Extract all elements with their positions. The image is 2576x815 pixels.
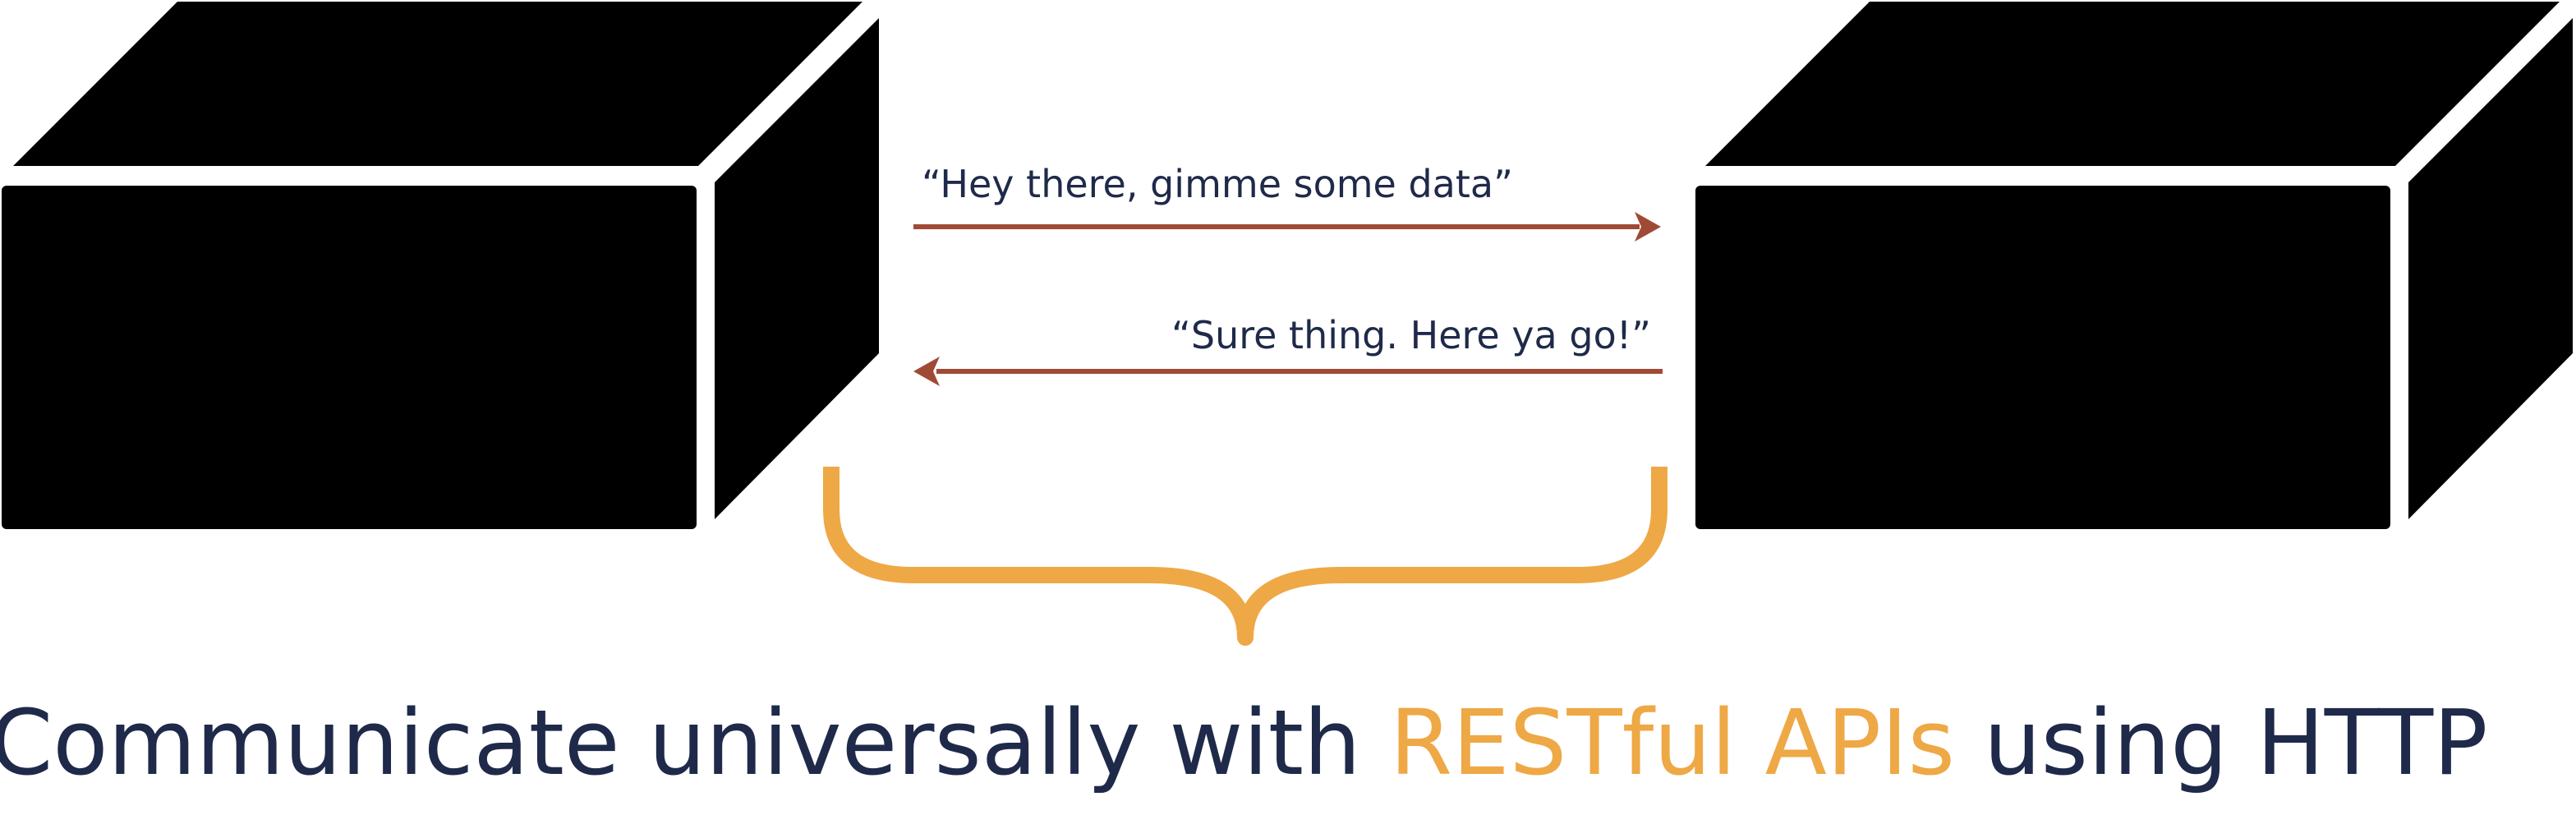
right-box-side (2408, 18, 2573, 519)
response-arrowhead (913, 357, 940, 386)
right-box-front (1695, 186, 2390, 529)
request-message: “Hey there, gimme some data” (922, 162, 1513, 206)
right-box (1695, 2, 2573, 529)
response-arrow (913, 357, 1663, 386)
left-box (2, 2, 879, 529)
caption-suffix: using HTTP (1955, 690, 2488, 795)
left-box-front (2, 186, 697, 529)
request-arrow (913, 212, 1661, 242)
caption-highlight: RESTful APIs (1390, 690, 1955, 795)
request-arrowhead (1635, 212, 1661, 242)
curly-brace (823, 467, 1668, 646)
left-box-side (715, 18, 879, 519)
left-box-top (13, 2, 862, 166)
response-message: “Sure thing. Here ya go!” (1171, 313, 1651, 357)
caption-prefix: Communicate universally with (0, 690, 1390, 795)
right-box-top (1705, 2, 2560, 166)
caption: Communicate universally with RESTful API… (0, 690, 2488, 795)
